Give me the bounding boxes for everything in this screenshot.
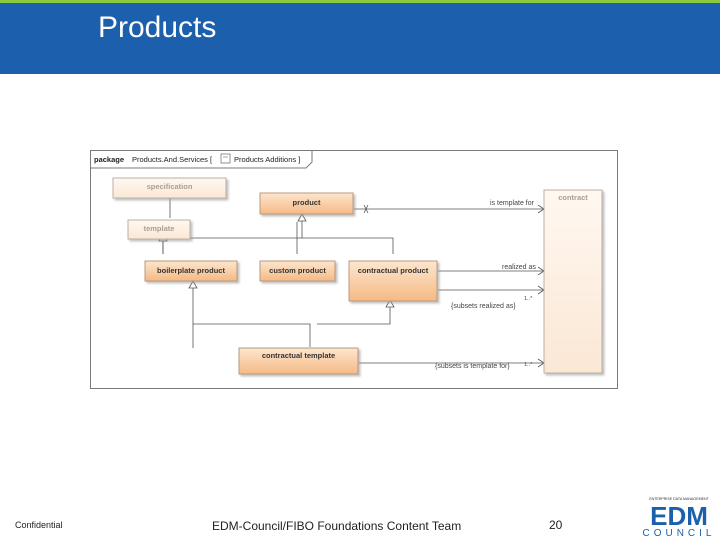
arrowhead-boilerplate bbox=[188, 280, 198, 289]
association-lines bbox=[354, 208, 544, 364]
label-is-template-for: is template for bbox=[490, 200, 535, 207]
class-box-contract bbox=[543, 189, 603, 374]
frame-package-name: Products.And.Services [ bbox=[132, 155, 213, 164]
arrowhead-product bbox=[297, 213, 307, 222]
package-frame-tab bbox=[90, 150, 313, 169]
class-box-boilerplate-product bbox=[144, 260, 238, 282]
frame-diagram-name: Products Additions ] bbox=[234, 155, 300, 164]
logo-tagline: ENTERPRISE DATA MANAGEMENT bbox=[649, 497, 709, 501]
class-contractual-template: contractual template bbox=[238, 347, 359, 375]
class-name-boilerplate-product: boilerplate product bbox=[157, 266, 225, 275]
class-contract: contract bbox=[543, 189, 603, 374]
logo-council: COUNCIL bbox=[642, 528, 715, 538]
class-box-contractual-template bbox=[238, 347, 359, 375]
footer-confidential: Confidential bbox=[15, 520, 63, 530]
diagram-icon bbox=[220, 153, 231, 164]
x-mark-product bbox=[363, 204, 369, 214]
class-box-product bbox=[259, 192, 354, 215]
edm-council-logo-graphic: ENTERPRISE DATA MANAGEMENT EDM COUNCIL bbox=[642, 497, 715, 539]
slide-header: Products bbox=[0, 0, 720, 74]
class-custom-product: custom product bbox=[259, 260, 336, 282]
class-box-custom-product bbox=[259, 260, 336, 282]
class-box-contractual-product bbox=[348, 260, 438, 302]
class-box-template bbox=[127, 219, 191, 240]
footer-page-number: 20 bbox=[549, 518, 563, 532]
class-name-template: template bbox=[144, 224, 175, 233]
class-template: template bbox=[127, 219, 191, 240]
label-subsets-is-template-for: {subsets is template for} bbox=[435, 363, 510, 370]
gen-ct-template-line bbox=[192, 323, 311, 348]
class-name-contractual-template: contractual template bbox=[262, 351, 335, 360]
label-template-for-mult: 1..* bbox=[524, 362, 533, 368]
gen-boilerplate-product bbox=[162, 216, 303, 254]
gen-contractual-product bbox=[302, 237, 394, 254]
label-realized-as: realized as bbox=[502, 264, 536, 271]
slide-title: Products bbox=[98, 11, 217, 44]
class-name-custom-product: custom product bbox=[269, 266, 326, 275]
edm-council-logo: ENTERPRISE DATA MANAGEMENT EDM COUNCIL bbox=[640, 494, 718, 539]
class-specification: specification bbox=[112, 177, 227, 199]
class-name-contractual-product: contractual product bbox=[358, 266, 429, 275]
footer-team: EDM-Council/FIBO Foundations Content Tea… bbox=[212, 519, 462, 533]
class-name-product: product bbox=[293, 198, 321, 207]
uml-diagram-canvas: package Products.And.Services [ Products… bbox=[90, 150, 618, 389]
generalization-lines bbox=[162, 196, 394, 348]
class-name-specification: specification bbox=[147, 182, 193, 191]
class-boilerplate-product: boilerplate product bbox=[144, 260, 238, 282]
label-subsets-realized-as: {subsets realized as} bbox=[451, 303, 516, 310]
class-contractual-product: contractual product bbox=[348, 260, 438, 302]
class-product: product bbox=[259, 192, 354, 215]
label-realized-as-mult: 1..* bbox=[524, 296, 533, 302]
uml-diagram: package Products.And.Services [ Products… bbox=[90, 150, 620, 397]
class-box-specification bbox=[112, 177, 227, 199]
arrowhead-contractual-product bbox=[385, 299, 395, 308]
frame-keyword: package bbox=[94, 155, 124, 164]
gen-ct-contractual-product bbox=[317, 303, 391, 325]
class-name-contract: contract bbox=[558, 193, 588, 202]
logo-edm: EDM bbox=[650, 501, 708, 531]
